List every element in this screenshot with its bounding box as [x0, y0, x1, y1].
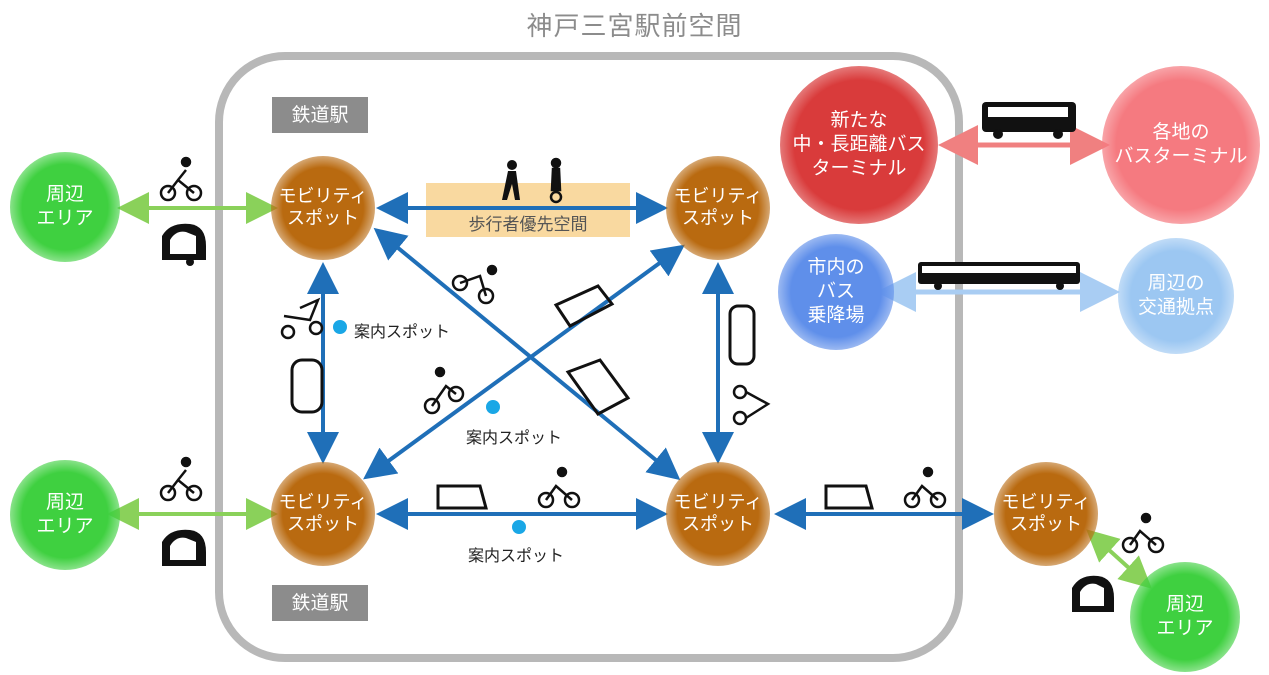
area-label: 周辺 — [45, 183, 84, 206]
small-ev-icon — [824, 484, 874, 510]
small-ev-icon — [553, 284, 615, 328]
bicycle-icon — [159, 456, 203, 502]
city-bus-label: バス — [816, 280, 855, 303]
transit-hub: 周辺の 交通拠点 — [1118, 238, 1234, 354]
city-bus-stop: 市内の バス 乗降場 — [778, 234, 894, 350]
info-spot-label: 案内スポット — [466, 428, 563, 447]
small-ev-icon — [436, 484, 488, 510]
bicycle-icon — [537, 466, 581, 509]
mobility-spot-label: モビリティ — [1001, 491, 1091, 513]
bicycle-icon — [451, 264, 498, 305]
transit-hub-label: 周辺の — [1147, 272, 1205, 295]
mobility-spot-outer: モビリティ スポット — [994, 462, 1098, 566]
small-ev-icon — [290, 358, 324, 414]
cabin-vehicle-icon — [162, 223, 206, 266]
area-label: 周辺 — [45, 491, 84, 514]
diagram-title: 神戸三宮駅前空間 — [526, 12, 743, 42]
surrounding-area-outer: 周辺 エリア — [1130, 562, 1240, 672]
bus-terminal-label: 新たな — [830, 109, 888, 132]
bicycle-icon — [903, 466, 947, 509]
cabin-vehicle-icon — [162, 529, 206, 566]
small-ev-icon — [565, 358, 631, 416]
pedestrian-icon — [502, 160, 520, 200]
regional-bus-label: 各地の — [1152, 121, 1210, 144]
city-bus-label: 乗降場 — [807, 303, 865, 326]
area-label: エリア — [36, 207, 94, 229]
cabin-vehicle-icon — [1072, 575, 1114, 612]
mobility-spot-label: モビリティ — [278, 185, 368, 207]
info-spot-dot — [486, 400, 500, 414]
arrow-area-outer — [1086, 529, 1152, 589]
regional-bus-terminals: 各地の バスターミナル — [1102, 66, 1260, 224]
info-spot-dot — [512, 520, 526, 534]
info-spot-dot — [333, 320, 347, 334]
bicycle-icon — [159, 156, 203, 202]
segway-icon — [549, 157, 563, 204]
mobility-spot-label: モビリティ — [673, 491, 763, 513]
mobility-spot-label: スポット — [1010, 514, 1082, 535]
area-label: エリア — [1156, 617, 1214, 639]
transit-hub-label: 交通拠点 — [1137, 296, 1214, 318]
city-bus-label: 市内の — [807, 256, 865, 279]
mobility-spot-label: スポット — [682, 208, 754, 229]
area-label: エリア — [36, 515, 94, 537]
railway-station-top: 鉄道駅 — [272, 97, 368, 133]
small-ev-icon — [728, 304, 756, 366]
mobility-spot-label: スポット — [682, 514, 754, 535]
bicycle-icon — [423, 366, 465, 415]
city-bus-icon — [918, 262, 1080, 290]
mobility-spot-bottom-left: モビリティ スポット — [271, 462, 375, 566]
station-area-frame — [215, 52, 963, 662]
regional-bus-label: バスターミナル — [1114, 145, 1248, 167]
mobility-spot-label: スポット — [287, 208, 359, 229]
arrow-diagonal-up — [363, 244, 685, 480]
mobility-spot-label: モビリティ — [278, 491, 368, 513]
mobility-spot-label: モビリティ — [673, 185, 763, 207]
area-label: 周辺 — [1165, 593, 1204, 616]
bicycle-icon — [1121, 512, 1165, 554]
bus-terminal-label: 中・長距離バス — [792, 133, 926, 156]
mobility-spot-bottom-right: モビリティ スポット — [666, 462, 770, 566]
bus-terminal-label: ターミナル — [811, 156, 907, 179]
info-spot-label: 案内スポット — [354, 322, 451, 341]
surrounding-area-top-left: 周辺 エリア — [10, 152, 120, 262]
info-spot-label: 案内スポット — [468, 546, 565, 565]
mobility-spot-top-left: モビリティ スポット — [271, 156, 375, 260]
coach-bus-icon — [982, 102, 1076, 139]
new-bus-terminal: 新たな 中・長距離バス ターミナル — [780, 66, 938, 224]
kick-scooter-icon — [732, 384, 771, 426]
mobility-spot-top-right: モビリティ スポット — [666, 156, 770, 260]
mobility-spot-label: スポット — [287, 514, 359, 535]
surrounding-area-bottom-left: 周辺 エリア — [10, 460, 120, 570]
kick-scooter-icon — [280, 297, 324, 340]
railway-station-bottom: 鉄道駅 — [272, 585, 368, 621]
